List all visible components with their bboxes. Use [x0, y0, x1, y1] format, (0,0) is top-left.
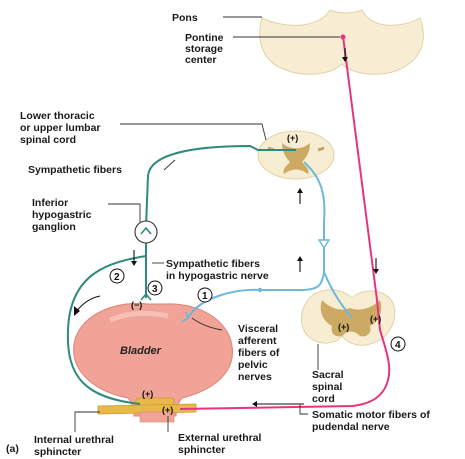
pons-section — [260, 10, 424, 74]
internal-sphincter-plus-sign: (+) — [142, 389, 153, 399]
step-number: 2 — [114, 272, 120, 283]
external-sphincter-plus-sign: (+) — [162, 405, 173, 415]
step-number: 4 — [395, 340, 401, 351]
step-2: 2 — [110, 269, 124, 283]
label-pontine-storage-center: Pontine storage center — [185, 32, 226, 66]
afferent-open-arrow — [319, 240, 329, 248]
label-external-urethral-sphincter: External urethral sphincter — [178, 432, 264, 456]
label-inferior-hypogastric-ganglion: Inferior hypogastric ganglion — [32, 197, 94, 233]
step-1: 1 — [198, 288, 212, 302]
label-somatic-motor-fibers: Somatic motor fibers of pudendal nerve — [312, 409, 433, 433]
step-number: 1 — [202, 291, 208, 302]
label-lower-thoracic-cord: Lower thoracic or upper lumbar spinal co… — [20, 110, 103, 146]
label-pons: Pons — [172, 12, 198, 24]
label-bladder: Bladder — [120, 345, 162, 357]
ganglion-circle-icon — [135, 221, 157, 243]
label-sympathetic-fibers: Sympathetic fibers — [28, 164, 122, 176]
label-internal-urethral-sphincter: Internal urethral sphincter — [34, 434, 117, 458]
label-panel-a: (a) — [6, 443, 19, 455]
label-sympathetic-hypogastric-nerve: Sympathetic fibers in hypogastric nerve — [166, 258, 269, 282]
bladder-minus-sign: (−) — [131, 300, 142, 310]
step-number: 3 — [152, 284, 158, 295]
step-4: 4 — [391, 337, 405, 351]
label-visceral-afferent: Visceral afferent fibers of pelvic nerve… — [238, 323, 282, 383]
pontine-center-dot — [341, 35, 346, 40]
sacral-plus-sign-left: (+) — [338, 322, 349, 332]
thoracic-plus-sign: (+) — [287, 133, 298, 143]
label-sacral-spinal-cord: Sacral spinal cord — [312, 369, 346, 405]
sacral-plus-sign-right: (+) — [370, 314, 381, 324]
step-3: 3 — [148, 281, 162, 295]
